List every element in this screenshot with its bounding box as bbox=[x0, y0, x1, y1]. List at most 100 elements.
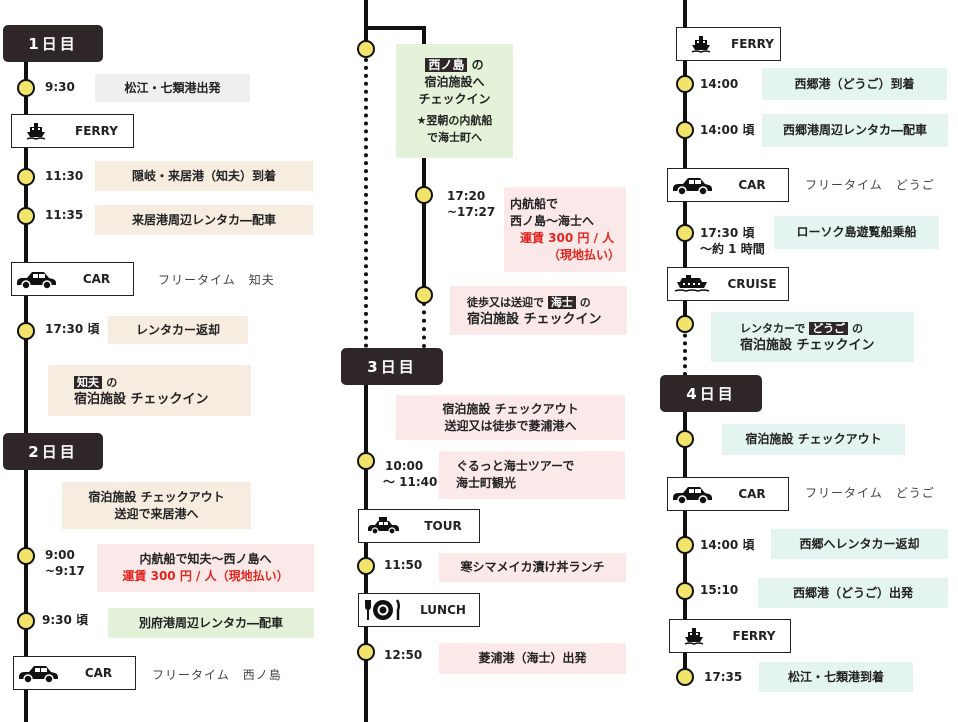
free-time-note: フリータイム どうご bbox=[805, 486, 935, 500]
event-text: 海士町観光 bbox=[456, 476, 517, 490]
free-time-note: フリータイム どうご bbox=[805, 178, 935, 192]
place-tag: 西ノ島 bbox=[425, 57, 468, 72]
car-icon bbox=[668, 174, 716, 196]
transport-ferry: FERRY bbox=[676, 27, 781, 61]
timeline-dot bbox=[415, 286, 433, 304]
event-text: 西郷港周辺レンタカ―配車 bbox=[782, 123, 927, 137]
event-time: 14:00 頃 bbox=[700, 123, 755, 137]
event-text: 西ノ島～海士へ bbox=[510, 213, 595, 228]
timeline-dot bbox=[676, 75, 694, 93]
event-box: 宿泊施設 チェックアウト 送迎又は徒歩で菱浦港へ bbox=[396, 395, 625, 440]
tag-suffix: の bbox=[852, 322, 864, 335]
transport-car: CAR bbox=[667, 477, 789, 511]
day2-heading: 2日目 bbox=[3, 433, 103, 470]
event-box: ぐるっと海士ツアーで 海士町観光 bbox=[439, 451, 625, 499]
event-box: ローソク島遊覧船乗船 bbox=[774, 216, 939, 249]
event-text: 送迎又は徒歩で菱浦港へ bbox=[444, 418, 577, 433]
box-header: 知夫 の bbox=[74, 374, 251, 391]
event-text: 西郷へレンタカー返却 bbox=[799, 536, 920, 551]
event-box: 松江・七類港到着 bbox=[759, 662, 913, 692]
event-time: 11:50 bbox=[384, 558, 423, 572]
day1-heading: 1日目 bbox=[3, 25, 103, 62]
event-text: 宿泊施設 チェックアウト bbox=[88, 489, 225, 504]
ferry-icon bbox=[677, 34, 725, 54]
time-start: 9:00 bbox=[45, 548, 75, 562]
note-text: ★翌朝の内航船 bbox=[416, 113, 493, 127]
event-box: 西郷へレンタカー返却 bbox=[771, 529, 948, 559]
event-text: 松江・七類港出発 bbox=[124, 80, 221, 95]
timeline-dot bbox=[357, 557, 375, 575]
timeline-dotted-line bbox=[364, 58, 368, 348]
timeline-dot bbox=[17, 168, 35, 186]
event-text: 宿泊施設 チェックイン bbox=[740, 338, 875, 353]
fare-text: 運賃 300 円 / 人 bbox=[520, 230, 615, 245]
timeline-line-col2-branch bbox=[422, 158, 426, 298]
tag-suffix: の bbox=[106, 375, 118, 389]
tag-suffix: の bbox=[471, 57, 484, 72]
event-text: 隠岐・来居港（知夫）到着 bbox=[131, 168, 276, 183]
box-header: 西ノ島 の bbox=[425, 57, 484, 74]
event-text: 宿泊施設 チェックアウト bbox=[442, 401, 579, 416]
transport-cruise: CRUISE bbox=[667, 267, 789, 301]
timeline-dotted-line bbox=[422, 302, 426, 348]
transport-label: CAR bbox=[84, 666, 113, 680]
place-tag: どうご bbox=[809, 322, 849, 335]
timeline-dot bbox=[676, 315, 694, 333]
event-box: 宿泊施設 チェックアウト 送迎で来居港へ bbox=[62, 482, 251, 529]
prefix-text: レンタカーで bbox=[740, 322, 806, 335]
taxi-icon bbox=[359, 516, 407, 536]
timeline-line-col1 bbox=[24, 40, 28, 722]
free-time-note: フリータイム 西ノ島 bbox=[152, 668, 282, 682]
event-box: 隠岐・来居港（知夫）到着 bbox=[95, 161, 313, 191]
time-start: 10:00 bbox=[385, 459, 424, 473]
cruise-ship-icon bbox=[668, 273, 716, 295]
transport-label: CAR bbox=[738, 178, 766, 192]
transport-label: CAR bbox=[82, 272, 111, 286]
box-header: レンタカーで どうご の bbox=[740, 320, 914, 337]
event-text: 寒シマメイカ漬け丼ランチ bbox=[460, 560, 605, 574]
event-text: 来居港周辺レンタカ―配車 bbox=[131, 212, 276, 227]
event-text: 菱浦港（海士）出発 bbox=[478, 651, 587, 665]
time-end: ～約 1 時間 bbox=[700, 242, 765, 256]
timeline-dot bbox=[17, 322, 35, 340]
event-text: 宿泊施設 チェックイン bbox=[74, 391, 209, 407]
event-text: 内航船で bbox=[510, 196, 559, 211]
timeline-dot bbox=[17, 79, 35, 97]
event-box: 菱浦港（海士）出発 bbox=[439, 643, 626, 674]
transport-label: TOUR bbox=[424, 519, 462, 533]
timeline-dotted-line bbox=[683, 326, 687, 376]
event-time: 9:30 bbox=[45, 80, 75, 94]
event-box: 西郷港（どうご）出発 bbox=[758, 578, 948, 608]
event-time: 10:00 ～ 11:40 bbox=[383, 458, 437, 490]
timeline-dot bbox=[676, 668, 694, 686]
timeline-dot bbox=[17, 612, 35, 630]
timeline-dot bbox=[676, 121, 694, 139]
timeline-dot bbox=[676, 224, 694, 242]
event-text: ローソク島遊覧船乗船 bbox=[796, 225, 917, 239]
transport-car: CAR bbox=[13, 656, 136, 690]
time-end: ～ 11:40 bbox=[383, 475, 438, 489]
car-icon bbox=[12, 268, 60, 290]
timeline-line-col3 bbox=[683, 0, 687, 324]
event-time: 12:50 bbox=[384, 648, 423, 662]
event-box: 別府港周辺レンタカ―配車 bbox=[108, 608, 314, 638]
note-text: で海士町へ bbox=[427, 130, 482, 144]
event-time: 11:35 bbox=[45, 208, 84, 222]
prefix-text: 徒歩又は送迎で bbox=[467, 295, 544, 309]
free-time-note: フリータイム 知夫 bbox=[158, 273, 275, 287]
event-box: 西郷港周辺レンタカ―配車 bbox=[762, 114, 948, 147]
time-end: ~17:27 bbox=[447, 205, 496, 219]
event-text: 西郷港（どうご）到着 bbox=[794, 76, 915, 91]
event-box: 宿泊施設 チェックアウト bbox=[722, 424, 905, 455]
place-tag: 知夫 bbox=[74, 375, 102, 389]
timeline-dot bbox=[17, 207, 35, 225]
event-text: チェックイン bbox=[418, 91, 491, 106]
car-icon bbox=[14, 662, 62, 684]
event-text: 内航船で知夫～西ノ島へ bbox=[139, 552, 272, 566]
fare-text: 運賃 300 円 / 人（現地払い） bbox=[122, 569, 289, 583]
event-time: 17:30 頃～約 1 時間 bbox=[700, 225, 765, 257]
event-box: 来居港周辺レンタカ―配車 bbox=[95, 205, 313, 235]
fare-text: （現地払い） bbox=[548, 247, 621, 262]
event-box: 松江・七類港出発 bbox=[95, 74, 250, 102]
cutlery-icon bbox=[359, 598, 407, 622]
